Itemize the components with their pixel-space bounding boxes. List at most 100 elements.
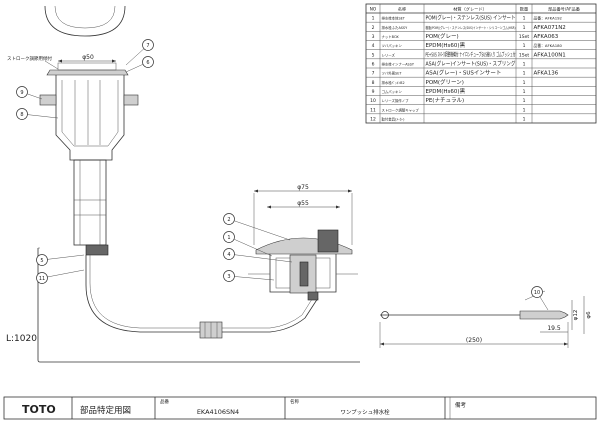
callout-9 — [16, 86, 28, 98]
callout-cap-1 — [223, 231, 235, 243]
table-cell-code: AFKA100N1 — [534, 52, 566, 58]
callout-8-label: 8 — [20, 112, 23, 118]
table-cell-no: 6 — [372, 61, 375, 67]
table-cell-qty: 1 — [523, 107, 526, 113]
table-cell-code: AFKA063 — [534, 34, 559, 40]
parts-table: NO 名称 材質（グレード） 数量 部品番号/AF品番 1 排水栓本体SET POM(グレー)… — [365, 3, 597, 124]
table-header-cell: 数量 — [520, 6, 528, 13]
table-cell-no: 12 — [370, 116, 376, 122]
stroke-adjust-label: ストローク調節用傾付 — [7, 55, 52, 62]
table-header-cell: 部品番号/AF品番 — [548, 6, 581, 13]
table-cell-material: ASA(グレー)インサート(SUS)・スプリング — [426, 59, 516, 67]
callout-9-label: 9 — [20, 90, 23, 96]
dim-phi75: φ75 — [297, 184, 309, 191]
table-cell-name: ストローク調整キャップ — [382, 107, 420, 112]
callout-knob-label: 10 — [534, 290, 540, 296]
table-cell-material: ASA(グレー)・SUSインサート — [426, 69, 502, 77]
callout-5-label: 5 — [40, 258, 43, 264]
dim-phi55: φ55 — [297, 200, 309, 207]
table-cell-material: POM(グレー)・ステンレス(SUS) インサート — [426, 14, 516, 22]
table-cell-name: レリーズ操作ノブ — [382, 98, 410, 103]
table-cell-code: 品番：AFKA192 — [534, 16, 563, 21]
table-cell-no: 4 — [372, 43, 375, 49]
table-cell-no: 10 — [370, 98, 376, 104]
table-cell-no: 1 — [372, 16, 375, 22]
callout-6-label: 6 — [146, 60, 149, 66]
table-cell-name: 排水栓ﾊﾟｯｷﾝB2 — [382, 80, 405, 85]
table-cell-material: PE(ナチュラル) — [426, 97, 465, 104]
table-cell-no: 5 — [372, 52, 375, 58]
table-cell-material: PE+SUS ｽﾄﾛｰｸ調整機構付 ナイロンチューブSUS線入り ゴムブッシュ付 — [426, 50, 516, 58]
table-cell-no: 2 — [372, 25, 375, 31]
callout-7 — [142, 39, 154, 51]
table-cell-qty: 1 — [523, 16, 526, 22]
table-header-cell: 名称 — [398, 6, 406, 13]
dim-250: (250) — [466, 337, 482, 344]
callout-7-label: 7 — [146, 43, 149, 49]
table-cell-material: POM(グレー) — [426, 32, 459, 40]
drain-cap-assembly: φ75 φ55 — [248, 184, 358, 301]
table-cell-material: POM(グリーン) — [426, 78, 464, 86]
callout-5 — [36, 254, 48, 266]
toto-logo: TOTO — [22, 403, 56, 416]
table-header-cell: NO — [370, 7, 377, 12]
table-cell-name: 排水栓ふたASSY — [382, 25, 409, 30]
dim-phi6: φ6 — [586, 311, 592, 319]
table-header-cell: 材質（グレード） — [453, 6, 487, 13]
callout-6 — [142, 56, 154, 68]
table-cell-qty: 1 — [523, 71, 526, 77]
note-label: 備考 — [455, 401, 467, 409]
table-cell-qty: 1 — [523, 80, 526, 86]
callout-11-label: 11 — [39, 276, 45, 282]
title-block: TOTO 部品特定用図 品番 EKA4106SN4 名称 ワンプッシュ排水栓 備… — [3, 396, 597, 420]
callout-cap-2-label: 2 — [227, 217, 230, 223]
table-cell-qty: 1 — [523, 89, 526, 95]
table-cell-name: ツバ外周SET — [382, 71, 403, 76]
callout-cap-1-label: 1 — [227, 235, 230, 241]
callout-11 — [36, 272, 48, 284]
dim-phi12: φ12 — [573, 310, 579, 321]
table-cell-qty: 1 — [523, 25, 526, 31]
callout-8 — [16, 108, 28, 120]
product-name: ワンプッシュ排水栓 — [340, 408, 390, 416]
table-cell-qty: 1Set — [519, 34, 529, 40]
table-cell-qty: 1 — [523, 43, 526, 49]
table-cell-material: EPDM(Hs60)黒 — [426, 88, 466, 95]
table-cell-name: ゴムパッキン — [382, 89, 403, 94]
table-cell-code: AFKA136 — [534, 71, 559, 77]
table-cell-material: EPDM(Hs60)黒 — [426, 42, 466, 49]
table-cell-qty: 1 — [523, 61, 526, 67]
callout-cap-4-label: 4 — [227, 252, 230, 258]
table-cell-qty: 1Set — [519, 52, 529, 58]
drain-assembly-left: φ50 ストローク調節用傾付 L:1020 — [6, 5, 360, 363]
name-label: 名称 — [290, 398, 299, 405]
callout-cap-3 — [223, 270, 235, 282]
table-cell-name: レリーズ — [382, 52, 396, 57]
callout-knob — [531, 286, 543, 298]
table-cell-name: ツバパッキン — [382, 43, 403, 48]
part-no-label: 品番 — [160, 398, 169, 405]
dim-phi50: φ50 — [82, 54, 94, 61]
table-cell-name: 排水栓本体SET — [382, 16, 406, 21]
callout-cap-4 — [223, 248, 235, 260]
table-cell-name: 排水栓インナーASSY — [382, 61, 415, 66]
callout-cap-2 — [223, 213, 235, 225]
table-cell-qty: 1 — [523, 116, 526, 122]
table-cell-no: 8 — [372, 80, 375, 86]
table-cell-no: 11 — [370, 107, 376, 113]
table-cell-no: 9 — [372, 89, 375, 95]
release-knob: φ12 φ6 19.5 (250) — [379, 290, 592, 348]
callout-cap-3-label: 3 — [227, 274, 230, 280]
table-cell-name: 取付金具(ﾒｰｶｰ) — [382, 116, 406, 121]
table-cell-qty: 1 — [523, 98, 526, 104]
table-cell-name: ナットBOX — [382, 34, 400, 39]
table-cell-code: AFKA071N2 — [534, 25, 566, 31]
table-cell-material: 樹脂(POM)(グレー)・ステンレス(SUS)インサート・シリコーンゴム(HSR… — [426, 25, 517, 30]
table-cell-no: 7 — [372, 71, 375, 77]
table-cell-no: 3 — [372, 34, 375, 40]
dim-19-5: 19.5 — [547, 325, 561, 332]
length-label: L:1020 — [6, 334, 37, 344]
doc-title: 部品特定用図 — [80, 405, 131, 416]
